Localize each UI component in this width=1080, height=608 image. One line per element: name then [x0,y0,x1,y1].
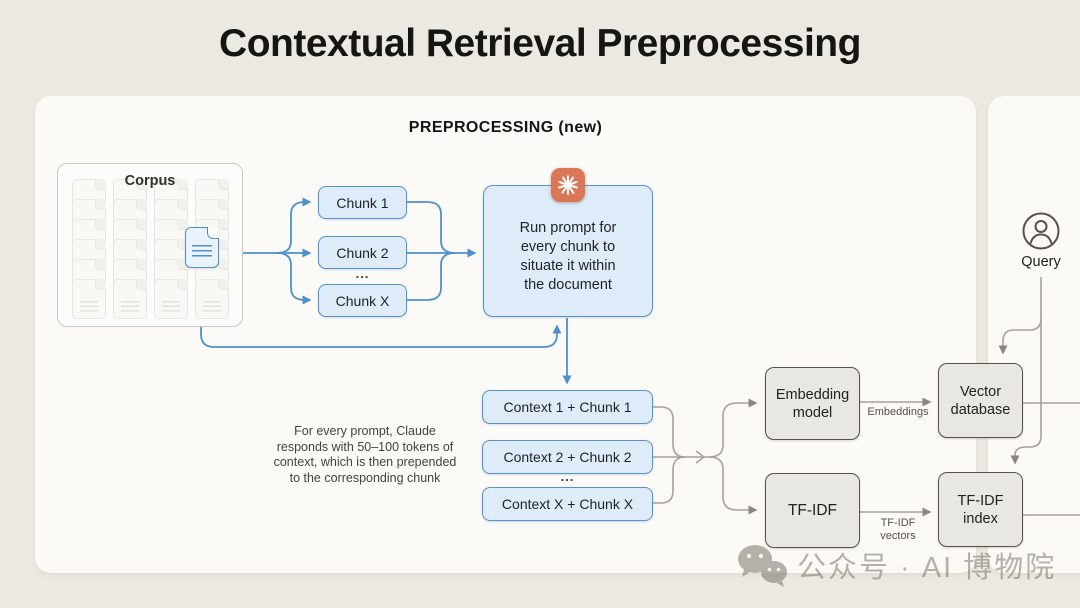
embeddings-arrow-label: Embeddings [867,406,929,418]
chunks-ellipsis: ... [355,266,370,281]
query-user-icon [1020,210,1062,252]
prompt-line: the document [524,277,612,293]
document-stack [72,179,106,319]
tfidf-box: TF-IDF [765,473,860,548]
embedding-model-box: Embedding model [765,367,860,440]
context-1-chunk-1-box: Context 1 + Chunk 1 [482,390,653,424]
claude-context-annotation: For every prompt, Claude responds with 5… [273,424,457,485]
document-stack [154,179,188,319]
prompt-line: every chunk to [520,239,616,255]
tfidf-vectors-arrow-label: TF-IDF vectors [880,517,916,542]
context-2-chunk-2-box: Context 2 + Chunk 2 [482,440,653,474]
corpus-label: Corpus [124,173,176,189]
context-x-chunk-x-box: Context X + Chunk X [482,487,653,521]
document-text-lines [192,245,212,257]
contexts-ellipsis: ... [560,469,575,484]
prompt-line: situate it within [520,258,616,274]
watermark-text: 公众号 · AI 博物院 [797,552,1057,584]
document-stack [113,179,147,319]
prompt-line: Run prompt for [519,220,617,236]
page-title: Contextual Retrieval Preprocessing [219,22,861,65]
wechat-icon [738,545,787,587]
panel-heading: PREPROCESSING (new) [408,119,603,136]
query-label: Query [1021,254,1061,270]
chunk-2-box: Chunk 2 [318,236,407,269]
selected-document-icon [185,227,219,268]
tfidf-index-box: TF-IDF index [938,472,1023,547]
run-prompt-box: Run prompt for every chunk to situate it… [483,185,653,317]
vector-database-box: Vector database [938,363,1023,438]
corpus-box: Corpus [57,163,243,327]
watermark: 公众号 · AI 博物院 [736,543,1056,587]
chunk-1-box: Chunk 1 [318,186,407,219]
claude-spark-icon [551,168,585,202]
chunk-x-box: Chunk X [318,284,407,317]
